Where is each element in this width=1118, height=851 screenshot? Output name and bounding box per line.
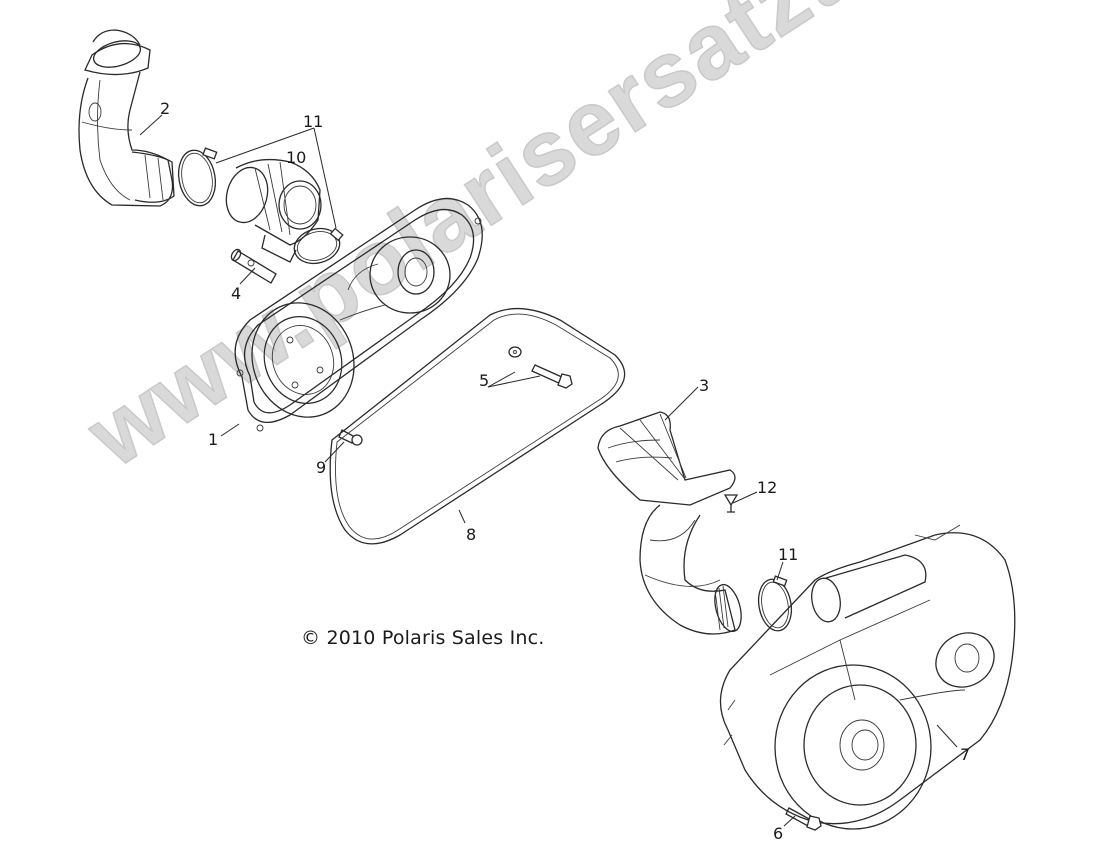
callout-10: 10 xyxy=(286,148,307,167)
callout-3: 3 xyxy=(699,376,710,395)
callout-11-lower: 11 xyxy=(778,545,799,564)
callout-8: 8 xyxy=(466,525,477,544)
hose-clamp-part-11-upper xyxy=(177,147,218,207)
bolt-part-6 xyxy=(785,807,822,831)
callout-2: 2 xyxy=(160,99,171,118)
callout-11-upper: 11 xyxy=(303,112,324,131)
cover-seal-part-8 xyxy=(329,307,626,545)
bolt-washer-part-5 xyxy=(508,346,573,389)
hose-clamp-part-11-middle xyxy=(293,227,344,265)
flange-nut-part-9 xyxy=(338,429,363,446)
pin-part-4 xyxy=(230,248,277,284)
inner-clutch-cover-part-1 xyxy=(234,198,483,432)
callout-4: 4 xyxy=(231,284,242,303)
callout-7: 7 xyxy=(960,745,971,764)
outer-clutch-cover-part-7 xyxy=(719,524,1016,830)
callout-9: 9 xyxy=(316,458,327,477)
hose-clamp-part-11-lower xyxy=(757,575,793,632)
callout-1: 1 xyxy=(208,430,219,449)
leader-lines xyxy=(139,114,958,827)
intake-adapter-part-10 xyxy=(225,158,322,263)
callout-12: 12 xyxy=(757,478,778,497)
intake-duct-part-2 xyxy=(78,29,175,207)
push-rivet-part-12 xyxy=(723,494,739,513)
exhaust-duct-part-3 xyxy=(597,411,742,635)
callout-5: 5 xyxy=(479,371,490,390)
callout-6: 6 xyxy=(773,824,784,843)
copyright-notice: © 2010 Polaris Sales Inc. xyxy=(301,627,545,649)
